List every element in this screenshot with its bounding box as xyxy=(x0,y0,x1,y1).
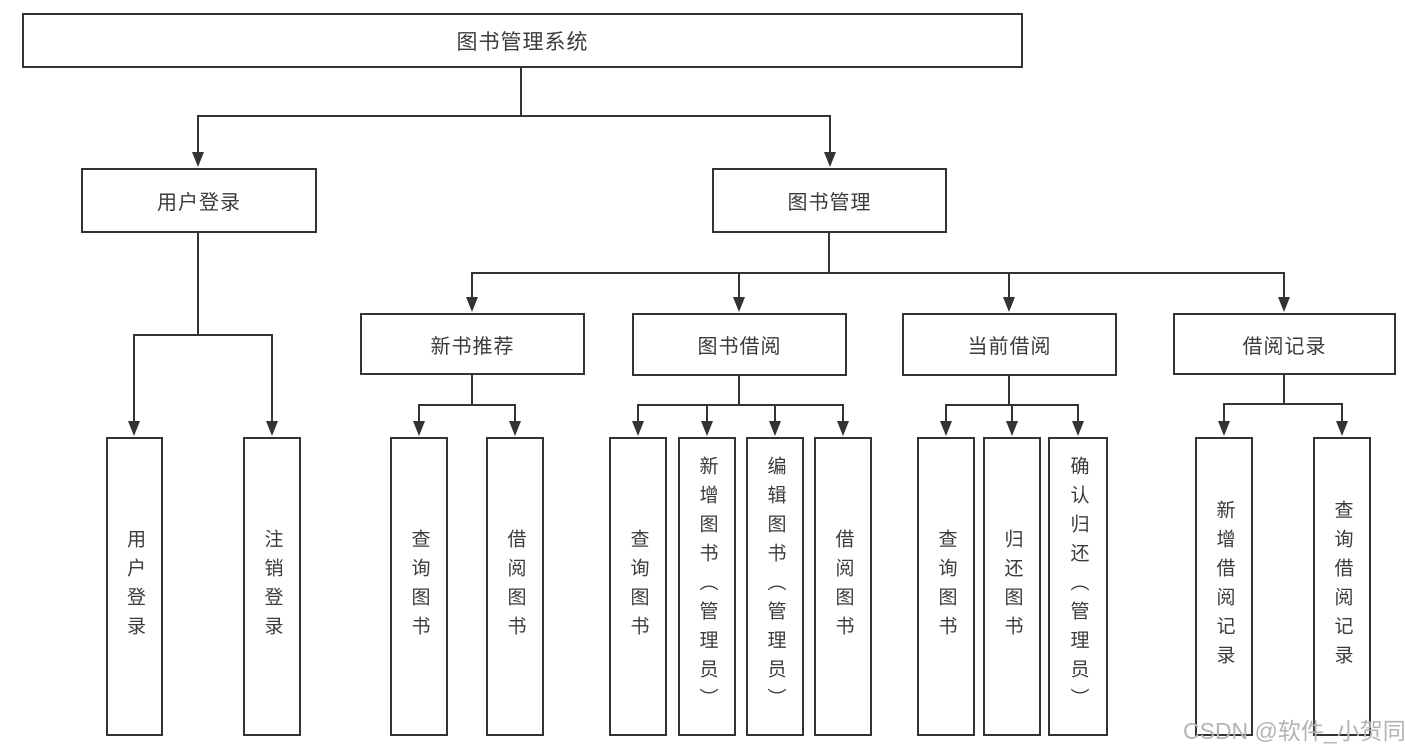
connector-root-branch xyxy=(197,115,831,117)
leaf-nb-borrow-books: 借阅图书 xyxy=(486,437,544,736)
connector-bb-leaf-0 xyxy=(637,404,639,422)
connector-book-mgmt-branch xyxy=(471,272,1285,274)
leaf-br-add-record: 新增借阅记录 xyxy=(1195,437,1253,736)
arrowhead-br-leaf-1 xyxy=(1336,421,1348,436)
leaf-logout-label: 注销登录 xyxy=(261,528,283,645)
leaf-bb-add-books-admin: 新增图书（管理员） xyxy=(678,437,736,736)
node-book-borrow-label: 图书借阅 xyxy=(697,336,782,358)
leaf-cb-return-books: 归还图书 xyxy=(983,437,1041,736)
connector-cb-leaf-2 xyxy=(1077,404,1079,422)
connector-book-borrow-stem xyxy=(738,376,740,406)
connector-to-borrow-records xyxy=(1283,272,1285,298)
node-root-label: 图书管理系统 xyxy=(456,30,589,54)
connector-to-login-leaf xyxy=(133,334,135,421)
node-current-borrow: 当前借阅 xyxy=(902,313,1117,376)
node-root: 图书管理系统 xyxy=(22,13,1023,68)
leaf-bb-add-books-admin-label: 新增图书（管理员） xyxy=(696,456,718,717)
node-current-borrow-label: 当前借阅 xyxy=(967,336,1052,358)
arrowhead-cb-leaf-0 xyxy=(940,421,952,436)
arrowhead-book-mgmt xyxy=(824,152,836,167)
leaf-cb-return-books-label: 归还图书 xyxy=(1001,528,1023,645)
leaf-cb-confirm-return-admin: 确认归还（管理员） xyxy=(1048,437,1108,736)
connector-br-leaf-0 xyxy=(1223,403,1225,422)
connector-book-borrow-branch xyxy=(637,404,844,406)
arrowhead-nb-leaf-1 xyxy=(509,421,521,436)
connector-br-leaf-1 xyxy=(1341,403,1343,422)
arrowhead-login-leaf xyxy=(128,421,140,436)
connector-user-login-stem xyxy=(197,233,199,336)
leaf-cb-query-books-label: 查询图书 xyxy=(935,528,957,645)
leaf-nb-query-books-label: 查询图书 xyxy=(408,528,430,645)
arrowhead-nb-leaf-0 xyxy=(413,421,425,436)
arrowhead-bb-leaf-1 xyxy=(701,421,713,436)
arrowhead-current-borrow xyxy=(1003,297,1015,312)
connector-borrow-records-stem xyxy=(1283,374,1285,405)
leaf-cb-confirm-return-admin-label: 确认归还（管理员） xyxy=(1067,456,1089,717)
connector-to-logout-leaf xyxy=(271,334,273,421)
arrowhead-borrow-records xyxy=(1278,297,1290,312)
leaf-logout: 注销登录 xyxy=(243,437,301,736)
leaf-cb-query-books: 查询图书 xyxy=(917,437,975,736)
arrowhead-cb-leaf-1 xyxy=(1006,421,1018,436)
node-borrow-records-label: 借阅记录 xyxy=(1242,335,1327,358)
arrowhead-new-books xyxy=(466,297,478,312)
leaf-bb-borrow-books-label: 借阅图书 xyxy=(832,528,854,645)
connector-cb-leaf-0 xyxy=(945,404,947,422)
leaf-br-query-record: 查询借阅记录 xyxy=(1313,437,1371,736)
node-user-login: 用户登录 xyxy=(81,168,317,233)
connector-root-stem xyxy=(520,68,522,117)
connector-to-book-borrow xyxy=(738,272,740,298)
connector-nb-leaf-1 xyxy=(514,404,516,422)
leaf-bb-borrow-books: 借阅图书 xyxy=(814,437,872,736)
connector-current-borrow-stem xyxy=(1008,376,1010,406)
node-borrow-records: 借阅记录 xyxy=(1173,313,1396,375)
connector-new-books-stem xyxy=(471,375,473,406)
leaf-user-login-label: 用户登录 xyxy=(124,528,145,645)
connector-user-login-branch xyxy=(133,334,273,336)
arrowhead-bb-leaf-2 xyxy=(769,421,781,436)
arrowhead-cb-leaf-2 xyxy=(1072,421,1084,436)
watermark: CSDN @软件_小贺同学 xyxy=(1183,718,1405,744)
node-new-books-label: 新书推荐 xyxy=(430,335,515,358)
connector-to-user-login xyxy=(197,115,199,155)
leaf-bb-query-books-label: 查询图书 xyxy=(627,528,649,645)
leaf-bb-edit-books-admin-label: 编辑图书（管理员） xyxy=(764,456,786,717)
leaf-nb-query-books: 查询图书 xyxy=(390,437,448,736)
node-book-borrow: 图书借阅 xyxy=(632,313,847,376)
arrowhead-br-leaf-0 xyxy=(1218,421,1230,436)
connector-nb-leaf-0 xyxy=(418,404,420,422)
connector-bb-leaf-2 xyxy=(774,404,776,422)
node-user-login-label: 用户登录 xyxy=(157,192,241,214)
connector-book-mgmt-stem xyxy=(828,233,830,274)
node-book-mgmt-label: 图书管理 xyxy=(787,192,872,214)
connector-bb-leaf-3 xyxy=(842,404,844,422)
connector-to-new-books xyxy=(471,272,473,298)
arrowhead-user-login xyxy=(192,152,204,167)
arrowhead-bb-leaf-0 xyxy=(632,421,644,436)
connector-to-book-mgmt xyxy=(829,115,831,155)
arrowhead-logout-leaf xyxy=(266,421,278,436)
node-book-mgmt: 图书管理 xyxy=(712,168,947,233)
leaf-nb-borrow-books-label: 借阅图书 xyxy=(504,528,526,645)
arrowhead-bb-leaf-3 xyxy=(837,421,849,436)
connector-to-current-borrow xyxy=(1008,272,1010,298)
connector-borrow-records-branch xyxy=(1223,403,1343,405)
leaf-br-add-record-label: 新增借阅记录 xyxy=(1213,499,1235,674)
leaf-br-query-record-label: 查询借阅记录 xyxy=(1331,499,1353,674)
connector-new-books-branch xyxy=(418,404,516,406)
connector-bb-leaf-1 xyxy=(706,404,708,422)
node-new-books: 新书推荐 xyxy=(360,313,585,375)
arrowhead-book-borrow xyxy=(733,297,745,312)
connector-cb-leaf-1 xyxy=(1011,404,1013,422)
leaf-bb-edit-books-admin: 编辑图书（管理员） xyxy=(746,437,804,736)
leaf-bb-query-books: 查询图书 xyxy=(609,437,667,736)
leaf-user-login: 用户登录 xyxy=(106,437,163,736)
